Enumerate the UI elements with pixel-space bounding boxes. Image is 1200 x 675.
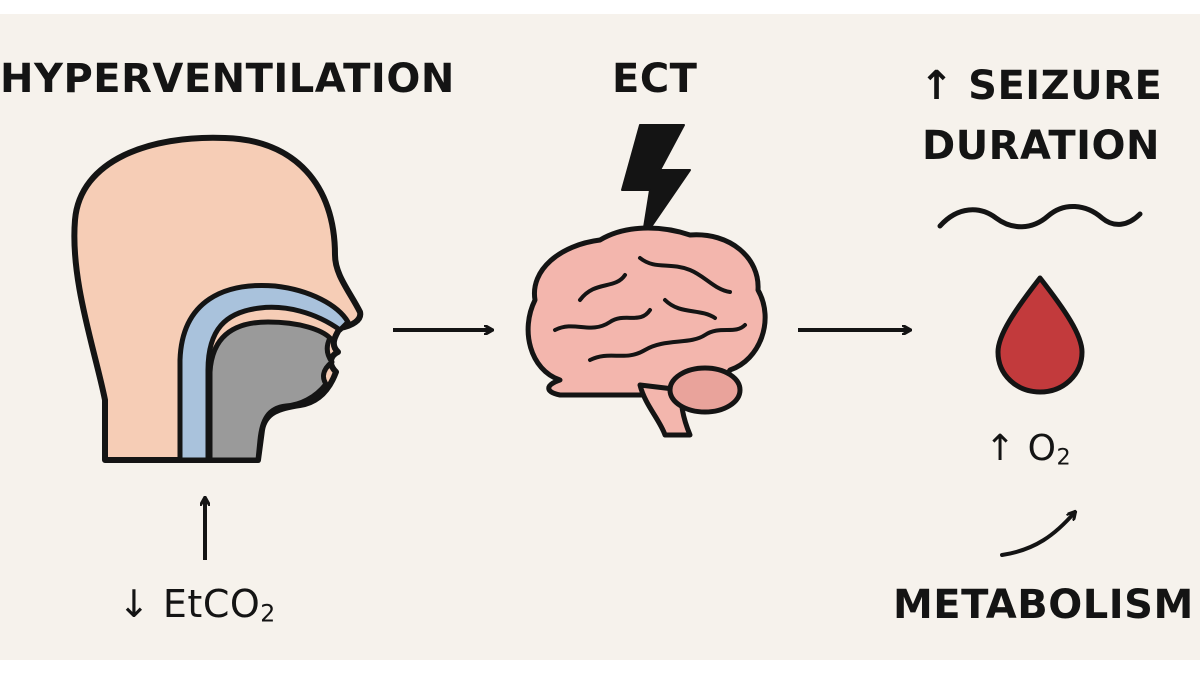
lightning-bolt-icon xyxy=(621,124,691,241)
wave-icon xyxy=(937,203,1143,230)
etco2-subscript: 2 xyxy=(260,599,276,628)
seizure-line-1: ↑ SEIZURE xyxy=(919,63,1163,109)
o2-label: ↑ O2 xyxy=(985,428,1071,470)
etco2-text: ↓ EtCO xyxy=(118,582,261,626)
arrow-metabolism-to-o2 xyxy=(1000,512,1075,557)
o2-text: ↑ O xyxy=(985,428,1057,469)
seizure-duration-label: ↑ SEIZURE DURATION xyxy=(906,56,1176,176)
hyperventilation-label: HYPERVENTILATION xyxy=(0,56,455,102)
ect-label: ECT xyxy=(612,56,698,102)
metabolism-label: METABOLISM xyxy=(893,582,1194,628)
blood-drop-icon xyxy=(995,275,1085,395)
etco2-label: ↓ EtCO2 xyxy=(118,582,276,628)
seizure-line-2: DURATION xyxy=(922,123,1160,169)
brain-icon xyxy=(525,225,768,438)
o2-subscript: 2 xyxy=(1056,444,1072,471)
head-airway-icon xyxy=(71,134,364,463)
